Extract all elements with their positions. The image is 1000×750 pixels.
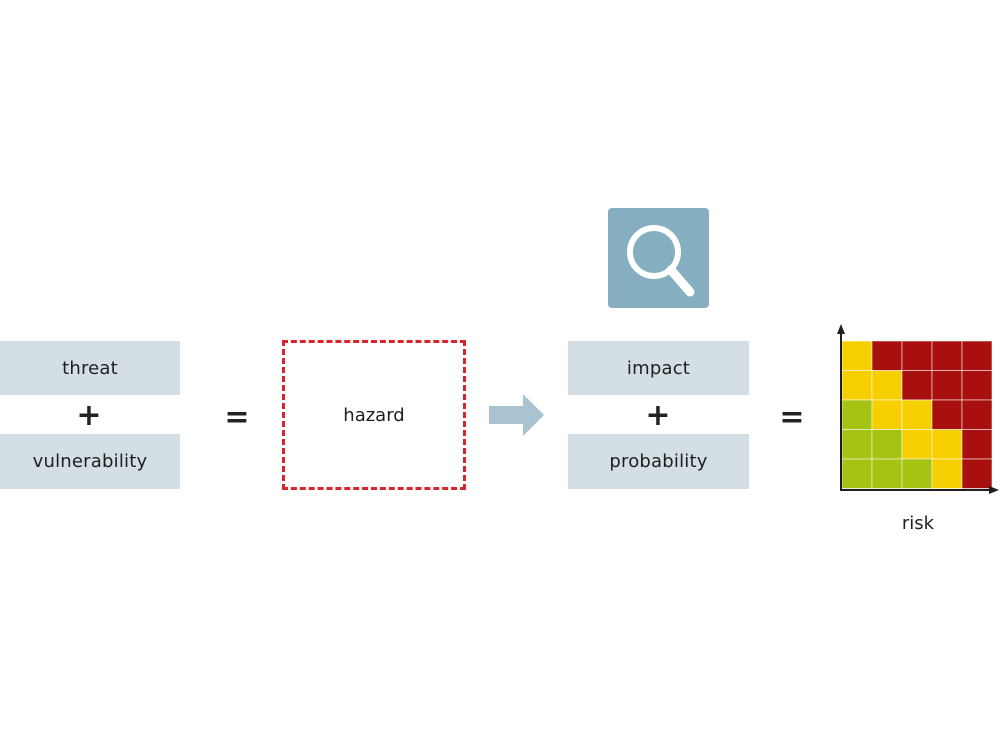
risk-cell-red xyxy=(961,370,993,401)
risk-label: risk xyxy=(901,513,935,534)
risk-cell-red xyxy=(901,340,933,371)
hazard-label: hazard xyxy=(343,404,405,426)
risk-cell-red xyxy=(901,370,933,401)
threat-box: threat xyxy=(0,341,180,395)
risk-matrix xyxy=(830,322,1000,502)
risk-cell-red xyxy=(931,399,963,430)
risk-cell-green xyxy=(841,458,873,489)
risk-cell-red xyxy=(961,429,993,460)
risk-cell-yellow xyxy=(841,340,873,371)
plus-operator-right: + xyxy=(645,398,671,433)
impact-box: impact xyxy=(568,341,749,395)
risk-cell-green xyxy=(901,458,933,489)
probability-box: probability xyxy=(568,434,749,489)
risk-cell-yellow xyxy=(931,429,963,460)
risk-cell-yellow xyxy=(901,399,933,430)
risk-cell-green xyxy=(841,429,873,460)
risk-cell-yellow xyxy=(871,399,903,430)
risk-cell-red xyxy=(931,370,963,401)
risk-cell-yellow xyxy=(871,370,903,401)
risk-cell-red xyxy=(871,340,903,371)
threat-label: threat xyxy=(62,357,118,379)
risk-cell-red xyxy=(931,340,963,371)
risk-cell-yellow xyxy=(901,429,933,460)
magnifier-icon xyxy=(608,208,709,308)
impact-label: impact xyxy=(626,357,691,379)
risk-cell-green xyxy=(871,458,903,489)
x-axis-arrowhead xyxy=(989,486,999,494)
risk-cell-green xyxy=(871,429,903,460)
risk-cell-yellow xyxy=(841,370,873,401)
right-arrow-icon xyxy=(489,394,545,440)
risk-cell-green xyxy=(841,399,873,430)
risk-cell-red xyxy=(961,399,993,430)
plus-operator-left: + xyxy=(76,398,102,433)
risk-cell-yellow xyxy=(931,458,963,489)
equals-operator-2: = xyxy=(779,400,805,435)
vulnerability-box: vulnerability xyxy=(0,434,180,489)
equals-operator-1: = xyxy=(224,400,250,435)
vulnerability-label: vulnerability xyxy=(32,451,148,472)
hazard-box: hazard xyxy=(282,340,466,490)
probability-label: probability xyxy=(609,451,708,472)
risk-cell-red xyxy=(961,458,993,489)
y-axis-arrowhead xyxy=(837,324,845,334)
risk-cell-red xyxy=(961,340,993,371)
